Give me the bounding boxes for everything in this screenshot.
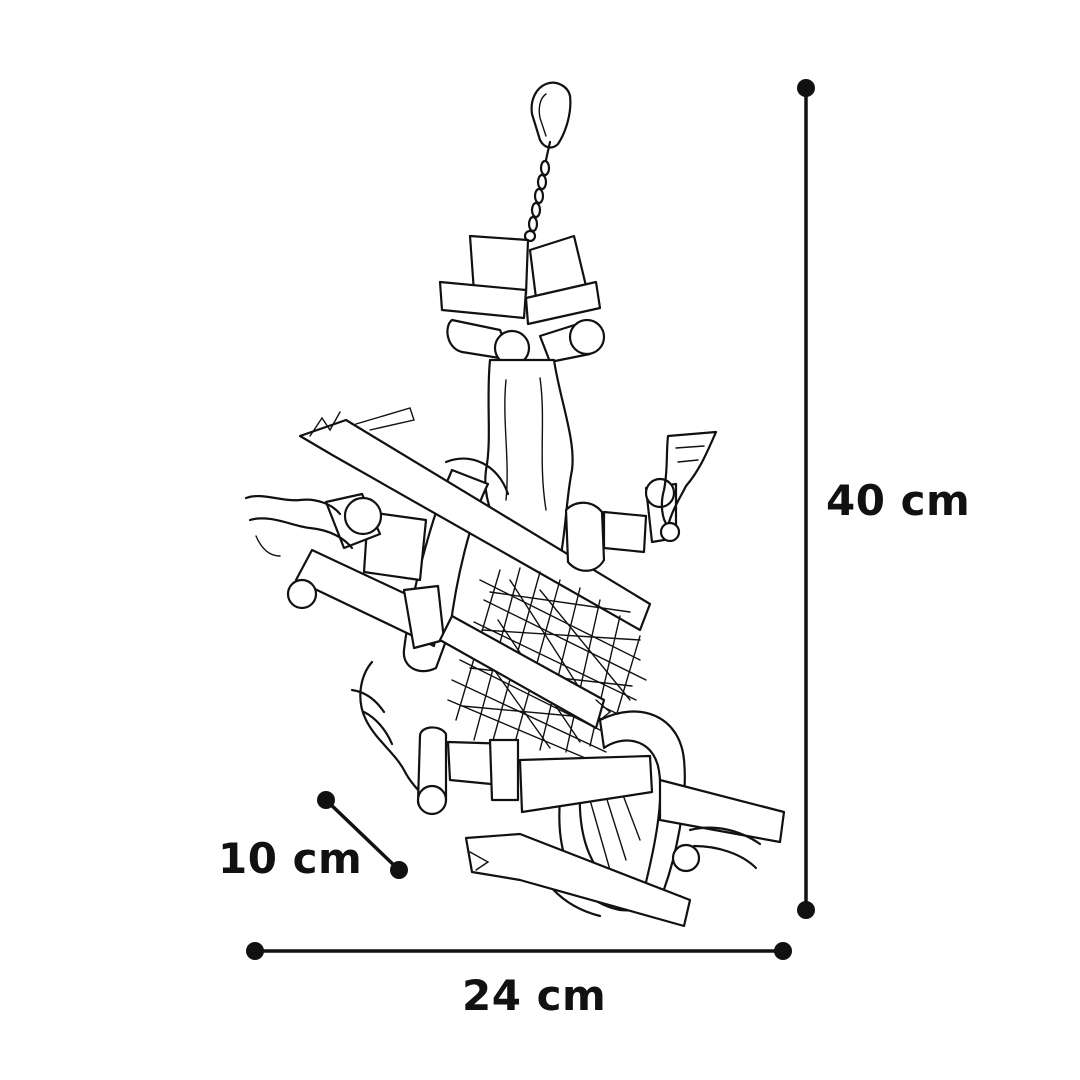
right-upper-dowel xyxy=(564,430,718,572)
width-dimension-endpoint-right xyxy=(774,942,792,960)
depth-label: 10 cm xyxy=(218,834,363,883)
height-dimension-endpoint-bottom xyxy=(797,901,815,919)
depth-dimension-endpoint-top xyxy=(317,791,335,809)
top-wooden-blocks xyxy=(438,234,602,326)
diagonal-stick-top xyxy=(298,407,652,632)
left-block-and-dowel xyxy=(244,492,428,582)
width-label: 24 cm xyxy=(462,971,607,1020)
carabiner-hook xyxy=(530,81,572,162)
depth-dimension-endpoint-bottom xyxy=(390,861,408,879)
wood-trunk xyxy=(484,358,574,562)
left-long-stick xyxy=(286,548,446,650)
bottom-stick xyxy=(464,832,692,928)
chain xyxy=(523,159,551,243)
width-dimension-line xyxy=(246,942,792,960)
bird-toy-illustration xyxy=(244,81,786,928)
width-dimension-endpoint-left xyxy=(246,942,264,960)
depth-dimension-line xyxy=(317,791,408,879)
height-dimension-line xyxy=(797,79,815,919)
lower-horizontal-stick xyxy=(518,754,786,873)
top-dowels xyxy=(446,318,606,367)
height-label: 40 cm xyxy=(826,476,971,525)
height-dimension-endpoint-top xyxy=(797,79,815,97)
lower-left-twig xyxy=(350,660,520,816)
